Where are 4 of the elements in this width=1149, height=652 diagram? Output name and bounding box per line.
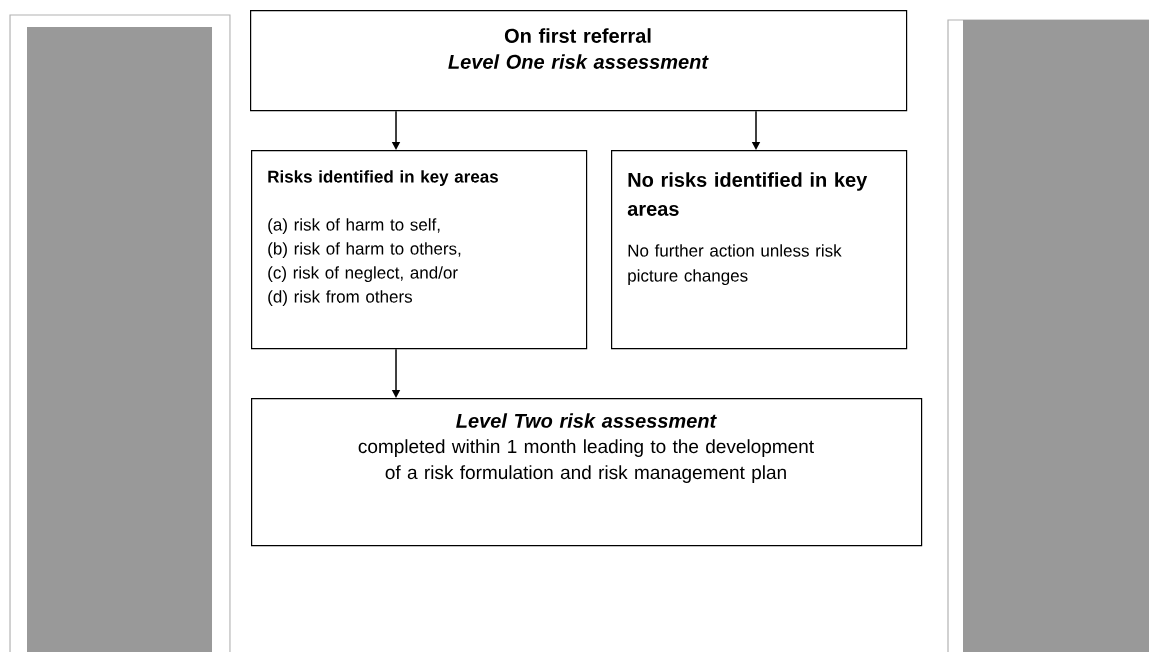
process-box: No risks identified in key areas No further action unless risk picture changes [611,150,908,350]
process-box: Level Two risk assessment completed within 1 month leading to the development of a risk formulation and risk management plan [251,398,923,547]
process-box: Risks identified in key areas (a) risk of harm to self, (b) risk of harm to others, (c) risk of neglect, and/or (d) risk from others [251,150,588,350]
process-box: On first referral Level One risk assessment [250,10,908,112]
